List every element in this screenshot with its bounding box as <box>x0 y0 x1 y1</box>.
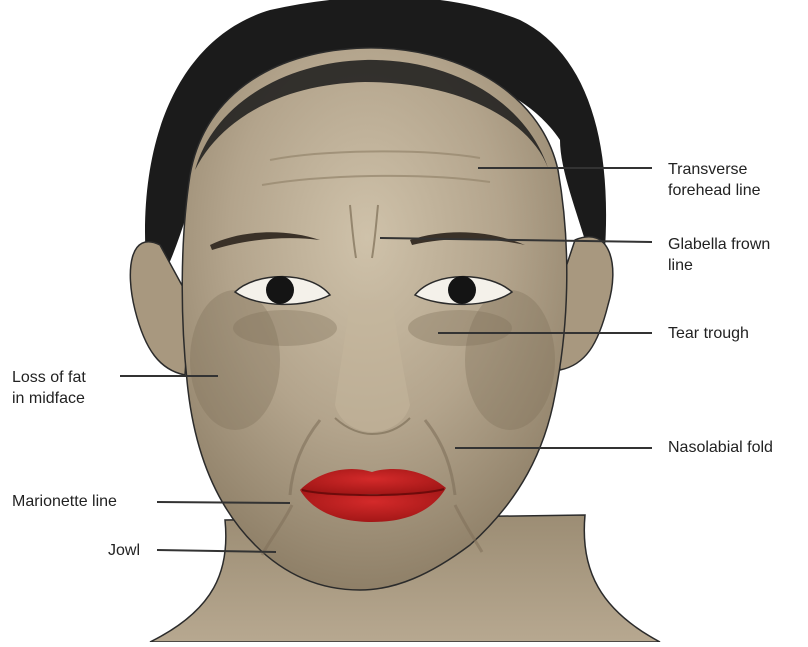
label-jowl: Jowl <box>108 540 140 561</box>
leader-marionette <box>157 502 290 503</box>
label-transverse-forehead-line: Transverse forehead line <box>668 159 761 201</box>
under-eye-right <box>408 310 512 346</box>
under-eye-left <box>233 310 337 346</box>
right-cheek-shadow <box>465 290 555 430</box>
label-loss-of-fat-in-midface: Loss of fat in midface <box>12 367 86 409</box>
left-ear <box>130 242 190 375</box>
label-marionette-line: Marionette line <box>12 491 117 512</box>
label-tear-trough: Tear trough <box>668 323 749 344</box>
label-glabella-frown-line: Glabella frown line <box>668 234 770 276</box>
label-nasolabial-fold: Nasolabial fold <box>668 437 773 458</box>
left-cheek-shadow <box>190 290 280 430</box>
